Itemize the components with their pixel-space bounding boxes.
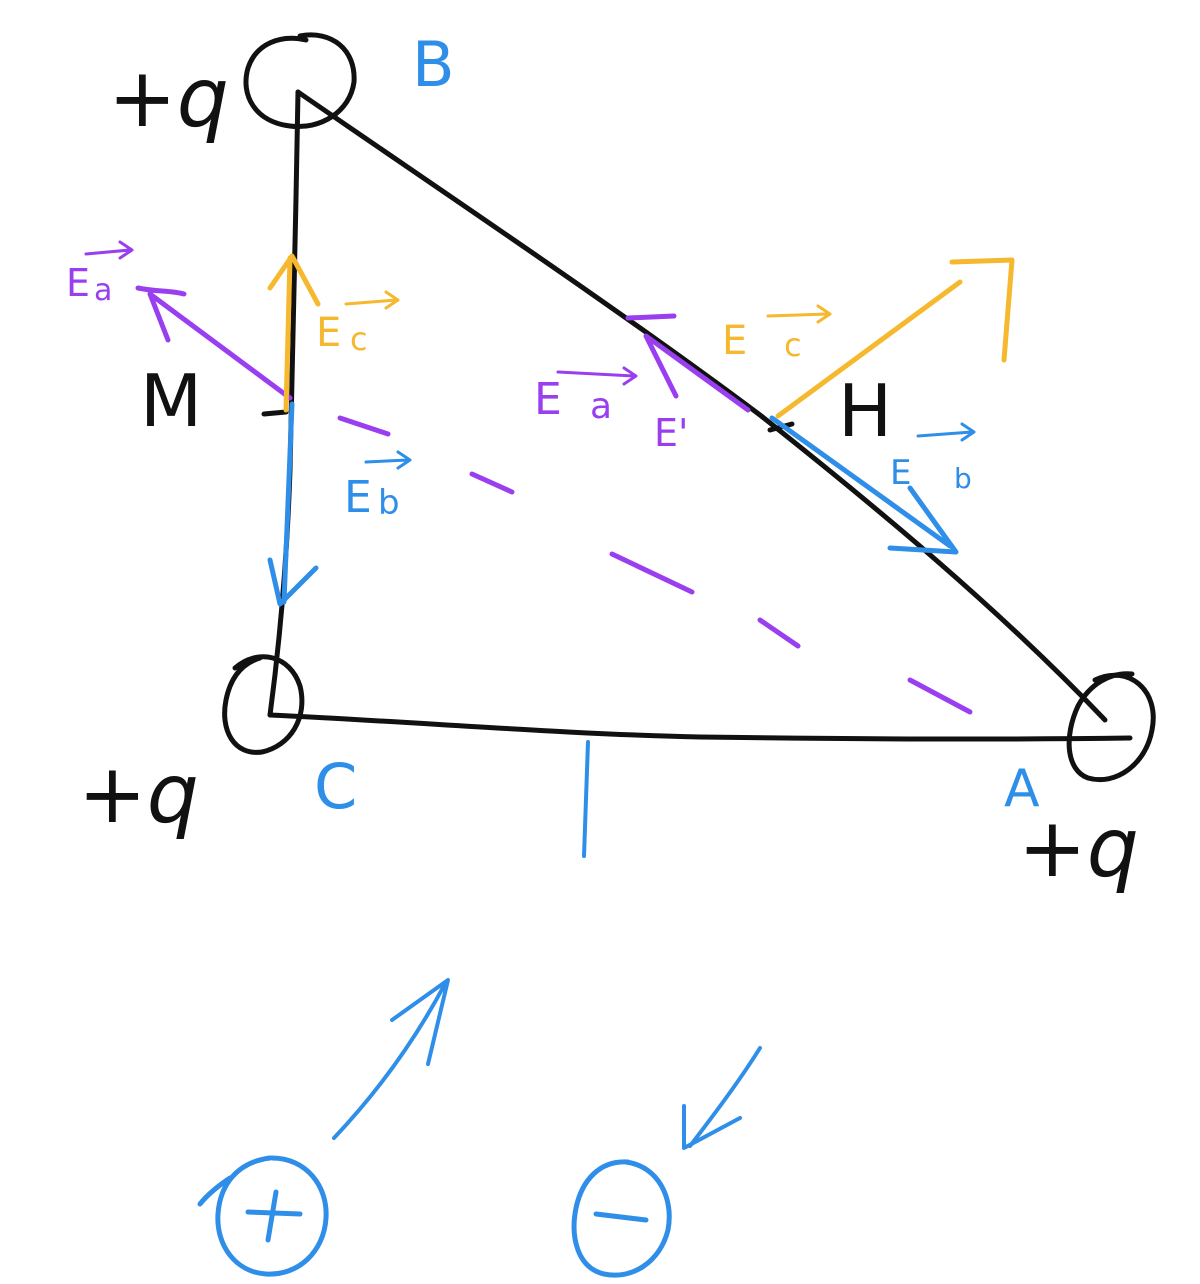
- svg-text:a: a: [590, 386, 612, 427]
- charge-circle-a: [1066, 671, 1156, 782]
- outward-arrow-icon: [332, 978, 450, 1140]
- svg-text:E: E: [66, 261, 90, 305]
- midpoint-tick-ca: [582, 740, 590, 858]
- label-eb-at-h: E b: [890, 422, 976, 495]
- label-eb-at-m: E b: [344, 450, 412, 523]
- charge-label-c: +q: [78, 747, 199, 842]
- label-ea-at-m: E a: [66, 240, 134, 308]
- side-ba: [295, 89, 1108, 723]
- vertex-label-c: C: [314, 750, 357, 823]
- charge-label-b: +q: [108, 51, 229, 146]
- svg-text:c: c: [784, 326, 802, 364]
- label-ec-at-h: E c: [722, 304, 832, 364]
- charge-circle-b: [243, 32, 357, 130]
- vector-eb-at-h: [769, 415, 959, 555]
- vector-eb-at-m: [267, 401, 319, 607]
- vector-ec-at-m: [267, 253, 321, 413]
- label-resultant-at-h: E': [654, 411, 688, 455]
- charge-circle-c: [222, 654, 305, 755]
- svg-text:E: E: [722, 318, 747, 364]
- label-ec-at-m: E c: [316, 290, 400, 358]
- svg-text:b: b: [378, 483, 400, 523]
- vertex-label-a: A: [1004, 759, 1040, 819]
- plus-circle-icon: [197, 1155, 329, 1277]
- svg-text:E: E: [344, 472, 372, 523]
- point-label-h: H: [838, 369, 892, 453]
- point-label-m: M: [140, 359, 202, 443]
- charge-label-a: +q: [1018, 801, 1139, 896]
- vertex-label-b: B: [412, 28, 455, 101]
- svg-text:E: E: [890, 453, 911, 493]
- median-am: [337, 415, 973, 715]
- svg-text:a: a: [94, 273, 112, 308]
- side-ca: [267, 712, 1133, 742]
- label-ea-at-h: E a: [534, 366, 638, 427]
- svg-text:c: c: [350, 320, 368, 358]
- svg-text:E: E: [534, 374, 562, 425]
- minus-circle-icon: [571, 1159, 672, 1278]
- vector-ea-at-h: [625, 313, 751, 413]
- vector-ec-at-h: [775, 257, 1015, 419]
- vector-ea-at-m: [135, 285, 293, 401]
- inward-arrow-icon: [682, 1046, 762, 1150]
- svg-text:E: E: [316, 310, 341, 356]
- svg-text:b: b: [954, 462, 972, 495]
- tick-m: [261, 409, 289, 417]
